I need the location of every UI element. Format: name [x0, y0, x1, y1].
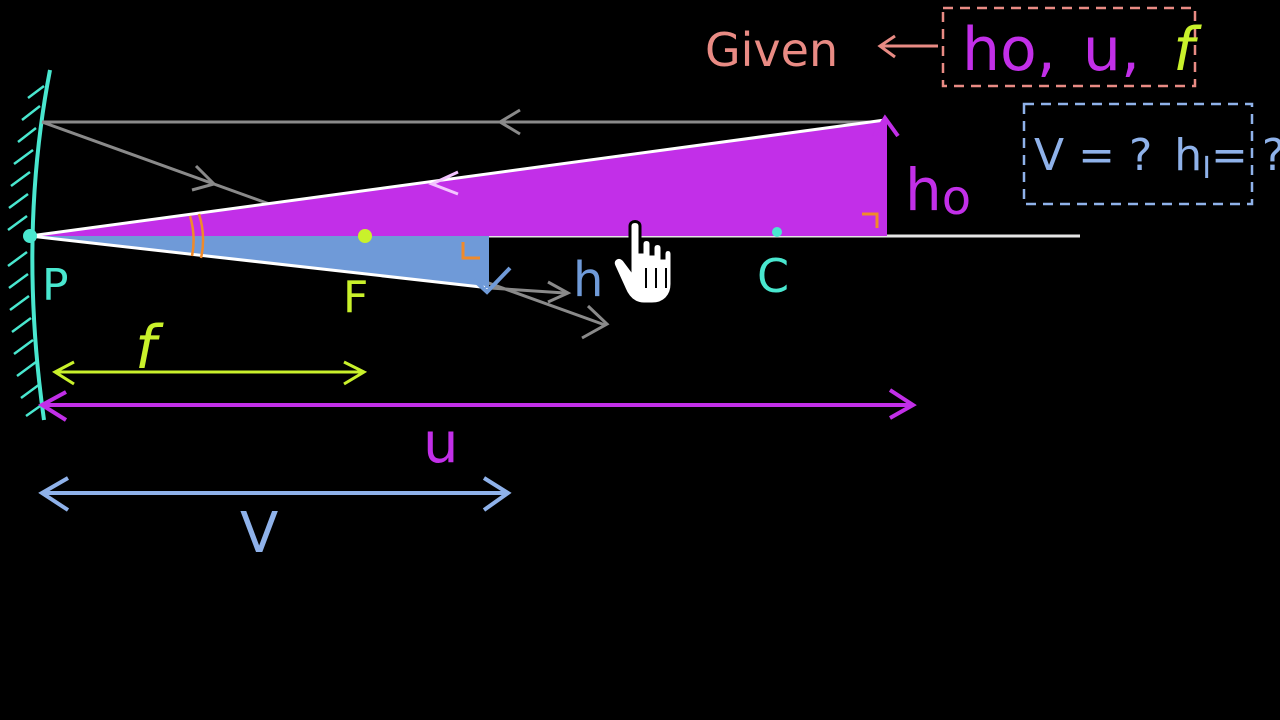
- ray-arrow-incident-icon: [428, 170, 459, 196]
- image-arrowhead-icon: [472, 266, 512, 295]
- image-height-label: h: [573, 252, 603, 308]
- u-arrow-left-icon: [38, 390, 68, 422]
- unknowns-box: [1022, 102, 1254, 206]
- pole-ray-incident: [29, 118, 886, 238]
- v-arrow-right-icon: [482, 476, 512, 512]
- focal-arrow-left-icon: [52, 360, 75, 386]
- concave-mirror: [7, 69, 52, 421]
- image-distance-label: V: [240, 501, 278, 566]
- angle-mark-lower: [197, 213, 205, 259]
- left-arrow-icon: [877, 34, 896, 59]
- hand-pointer-icon: [611, 220, 674, 306]
- given-box: [941, 6, 1197, 88]
- unknowns-values: V = ? hI= ?: [1034, 130, 1280, 186]
- pole-label: P: [42, 260, 69, 311]
- pole-point: [23, 229, 37, 243]
- given-values: ho, u, f: [962, 15, 1202, 85]
- ray-arrow-down-icon: [191, 164, 217, 192]
- pole-ray-extension: [489, 286, 566, 295]
- centre-label: C: [757, 249, 789, 303]
- focus-point: [358, 229, 372, 243]
- ray-arrow-reflected-icon: [547, 280, 572, 304]
- angle-mark-upper: [188, 215, 195, 257]
- given-label: Given: [705, 23, 838, 77]
- focal-arrow-right-icon: [343, 360, 368, 386]
- focus-label: F: [343, 272, 368, 323]
- u-arrow-right-icon: [888, 388, 917, 420]
- pole-ray-reflected: [29, 234, 491, 290]
- right-angle-mark-image: [461, 242, 480, 260]
- object-distance-label: u: [423, 411, 459, 476]
- centre-point: [772, 227, 782, 237]
- v-arrow-left-icon: [38, 476, 70, 512]
- object-arrowhead-icon: [872, 114, 900, 138]
- ray-arrow-end-icon: [581, 304, 610, 340]
- right-angle-mark-object: [862, 212, 879, 228]
- object-height-label: ho: [905, 156, 971, 226]
- ray-arrow-left-icon: [497, 108, 521, 136]
